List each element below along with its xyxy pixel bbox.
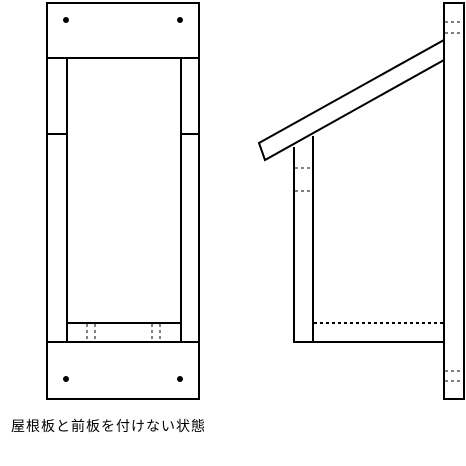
screw-hole	[177, 376, 183, 382]
roof-board	[257, 38, 445, 162]
side-wall	[293, 147, 444, 343]
side-view	[257, 2, 465, 400]
screw-hole-dots	[63, 17, 183, 382]
back-board	[443, 2, 465, 400]
front-view	[46, 2, 200, 400]
front-view-outline	[46, 2, 200, 400]
screw-hole	[63, 17, 69, 23]
back-board-hidden-lines	[445, 21, 463, 382]
screw-hole	[63, 376, 69, 382]
screw-hole	[177, 17, 183, 23]
floor-screw-hidden-lines	[86, 324, 161, 341]
diagram-caption: 屋根板と前板を付けない状態	[11, 419, 206, 435]
front-board-hidden-lines	[295, 167, 312, 192]
